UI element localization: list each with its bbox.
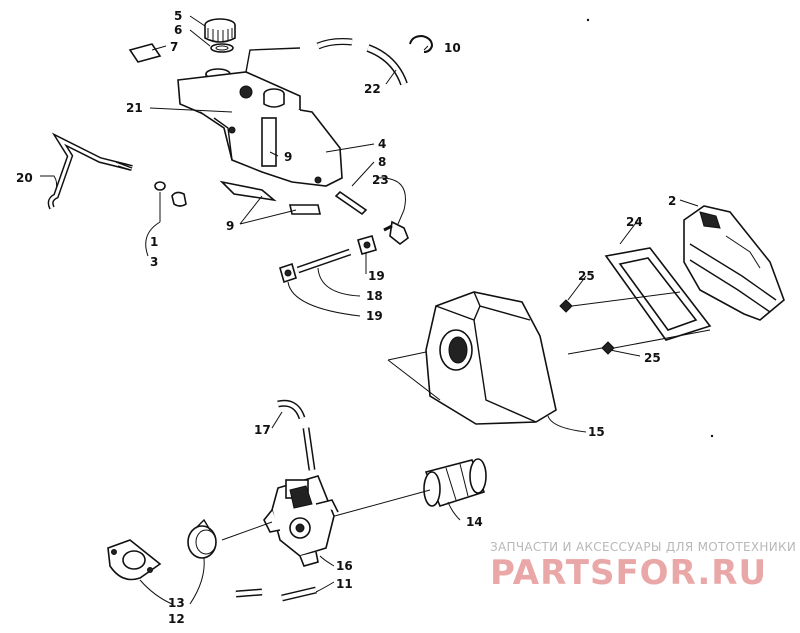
screw-lower bbox=[567, 329, 711, 355]
callout-18: 18 bbox=[366, 289, 383, 303]
sender-cap bbox=[263, 88, 285, 108]
leader-lines bbox=[40, 15, 699, 605]
carburetor bbox=[263, 475, 339, 567]
silencer-gasket bbox=[604, 247, 712, 341]
hose-clip bbox=[409, 34, 434, 53]
fuel-cap bbox=[204, 18, 236, 43]
cap-gasket bbox=[210, 43, 234, 53]
carb-clamp bbox=[187, 518, 217, 559]
tank-strap bbox=[334, 190, 368, 216]
tank-pad-2 bbox=[289, 204, 321, 215]
dot-mark bbox=[710, 434, 714, 438]
callout-19-upper: 19 bbox=[368, 269, 385, 283]
fuel-line-fitting bbox=[383, 220, 409, 246]
washer bbox=[154, 181, 166, 191]
callout-7: 7 bbox=[170, 40, 178, 54]
grommet bbox=[171, 191, 187, 207]
watermark-tagline: ЗАПЧАСТИ И АКСЕССУАРЫ ДЛЯ МОТОТЕХНИКИ bbox=[490, 540, 796, 554]
callout-11: 11 bbox=[336, 577, 353, 591]
hose-clamp-upper bbox=[357, 235, 377, 255]
callout-25-upper: 25 bbox=[578, 269, 595, 283]
watermark: ЗАПЧАСТИ И АКСЕССУАРЫ ДЛЯ МОТОТЕХНИКИ PA… bbox=[490, 540, 796, 593]
callout-9-upper: 9 bbox=[284, 150, 292, 164]
carburetor-boot bbox=[423, 458, 487, 507]
callout-14: 14 bbox=[466, 515, 483, 529]
callout-1: 1 bbox=[150, 235, 158, 249]
screw-upper bbox=[559, 291, 681, 313]
callout-12: 12 bbox=[168, 612, 185, 626]
carb-flange bbox=[107, 539, 162, 581]
callout-13: 13 bbox=[168, 596, 185, 610]
fuel-tank bbox=[177, 47, 343, 187]
callout-20: 20 bbox=[16, 171, 33, 185]
callout-3: 3 bbox=[150, 255, 158, 269]
callout-19-lower: 19 bbox=[366, 309, 383, 323]
callout-8: 8 bbox=[378, 155, 386, 169]
hose-clamp-lower bbox=[279, 262, 297, 284]
decal bbox=[128, 43, 162, 63]
callout-21: 21 bbox=[126, 101, 143, 115]
callout-2: 2 bbox=[668, 194, 676, 208]
air-silencer-lid bbox=[683, 205, 785, 321]
callout-6: 6 bbox=[174, 23, 182, 37]
callout-23: 23 bbox=[372, 173, 389, 187]
callout-25-lower: 25 bbox=[644, 351, 661, 365]
callout-22: 22 bbox=[364, 82, 381, 96]
callout-5: 5 bbox=[174, 9, 182, 23]
callout-9-lower: 9 bbox=[226, 219, 234, 233]
tank-pad-1 bbox=[219, 180, 277, 202]
fuel-pickup-tube bbox=[47, 132, 133, 210]
air-silencer-box bbox=[387, 291, 557, 425]
callout-16: 16 bbox=[336, 559, 353, 573]
callout-10: 10 bbox=[444, 41, 461, 55]
callout-labels: 5 6 7 10 22 21 4 9 8 20 23 9 1 3 19 18 1… bbox=[16, 9, 676, 626]
dot-mark-top bbox=[586, 18, 590, 22]
callout-24: 24 bbox=[626, 215, 643, 229]
callout-17: 17 bbox=[254, 423, 271, 437]
callout-4: 4 bbox=[378, 137, 386, 151]
vent-hose bbox=[366, 44, 408, 86]
callout-15: 15 bbox=[588, 425, 605, 439]
watermark-logo: PARTSFOR.RU bbox=[490, 553, 767, 593]
